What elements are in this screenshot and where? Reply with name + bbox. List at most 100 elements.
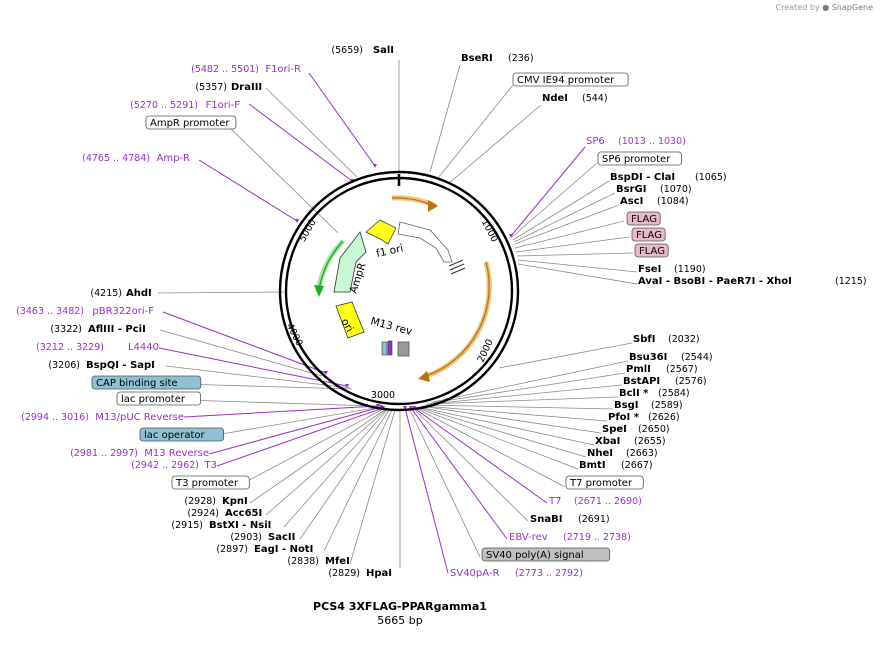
position-label-bsrgi: (1070) [660, 184, 692, 195]
enzyme-label-afliii-pcii: AflIII - PciI [88, 324, 146, 335]
label-box-t3-promoter [171, 475, 250, 490]
position-label-bseri: (236) [508, 53, 534, 64]
enzyme-label-mfei: MfeI [325, 556, 350, 567]
leader-line [249, 408, 387, 504]
enzyme-label-pmli: PmlI [626, 364, 651, 375]
position-label-bmti: (2667) [621, 460, 653, 471]
primer-binding-mark [379, 405, 383, 409]
enzyme-label-bspdi-clai: BspDI - ClaI [610, 172, 675, 183]
feature-label-flag: FLAG [631, 214, 657, 225]
feature-label-f1-ori: f1 ori [375, 243, 404, 260]
feature-label-flag: FLAG [636, 230, 662, 241]
leader-line [216, 407, 384, 467]
leader-line [410, 407, 508, 540]
position-label-pmli: (2567) [666, 364, 698, 375]
enzyme-label-sbfi: SbfI [633, 334, 655, 345]
leader-line [420, 405, 602, 434]
position-label-sacii: (2903) [230, 532, 262, 543]
label-box-sv40-poly-a-signal [481, 547, 611, 562]
feature-label-lac-promoter: lac promoter [121, 394, 186, 405]
enzyme-label-snabi: SnaBI [530, 514, 562, 525]
leader-line [516, 252, 634, 257]
primer-label-m13-reverse: M13 Reverse [144, 448, 209, 459]
enzyme-label-ahdi: AhdI [126, 288, 152, 299]
feature-label-lac-operator: lac operator [144, 430, 205, 441]
position-label-bspdi-clai: (1065) [695, 172, 727, 183]
map-title: PCS4 3XFLAG-PPARgamma1 [313, 600, 487, 613]
primer-binding-mark [345, 384, 349, 388]
leader-line [323, 409, 393, 552]
feature-label-ampr-promoter: AmpR promoter [150, 118, 230, 129]
snapgene-credit: Created by ● SnapGene [776, 3, 873, 12]
leader-line [183, 399, 377, 407]
position-label-ahdi: (4215) [90, 288, 122, 299]
position-label-eagi-noti: (2897) [216, 544, 248, 555]
cmv-orf-arrowhead [428, 200, 438, 212]
enzyme-label-bsrgi: BsrGI [616, 184, 646, 195]
leader-line [157, 291, 285, 294]
primer-label-amp-r: Amp-R [157, 153, 191, 164]
primer-label-t3: T3 [204, 460, 217, 471]
position-label-m13-puc-reverse: (2994 .. 3016) [21, 412, 89, 423]
leader-line [416, 406, 587, 458]
enzyme-label-sali: SalI [373, 45, 394, 56]
credit-prefix: Created by [775, 3, 820, 12]
position-label-afliii-pcii: (3322) [50, 324, 82, 335]
leader-line [162, 311, 327, 374]
label-box-ampr-promoter [145, 115, 237, 130]
enzyme-label-hpai: HpaI [366, 568, 392, 579]
map-length: 5665 bp [377, 614, 423, 627]
primer-binding-mark [376, 404, 380, 408]
primer-label-m13-puc-reverse: M13/pUC Reverse [95, 412, 184, 423]
position-label-asci: (1084) [657, 196, 689, 207]
leader-line [413, 407, 548, 504]
position-label-fsei: (1190) [674, 264, 706, 275]
position-label-bstxi-nsii: (2915) [171, 520, 203, 531]
enzyme-label-fsei: FseI [638, 264, 661, 275]
leader-line [408, 407, 481, 558]
leader-line [418, 406, 595, 446]
flag-marks [448, 259, 464, 267]
enzyme-label-draiii: DraIII [231, 82, 262, 93]
leader-line [349, 409, 396, 565]
enzyme-label-bspqi-sapi: BspQI - SapI [86, 360, 155, 371]
label-box-sp6-promoter [597, 151, 682, 166]
position-label-sp6: (1013 .. 1030) [618, 136, 686, 147]
position-label-spei: (2650) [638, 424, 670, 435]
enzyme-label-nhei: NheI [587, 448, 613, 459]
position-label-bstapi: (2576) [675, 376, 707, 387]
leader-lines [157, 60, 638, 574]
position-label-t7: (2671 .. 2690) [574, 496, 642, 507]
primer-binding-mark [403, 406, 407, 410]
position-label-hpai: (2829) [328, 568, 360, 579]
primer-binding-mark [324, 371, 328, 375]
enzyme-label-bseri: BseRI [461, 53, 493, 64]
position-label-draiii: (5357) [195, 82, 227, 93]
leader-line [511, 162, 598, 238]
tick-label-5000: 5000 [297, 218, 319, 244]
primer-label-f1ori-f: F1ori-F [206, 100, 241, 111]
tick-label-3000: 3000 [371, 390, 395, 401]
feature-label-sv40-poly-a-signal: SV40 poly(A) signal [486, 550, 584, 561]
primer-binding-mark [373, 164, 377, 168]
feature-label-t3-promoter: T3 promoter [175, 478, 239, 489]
position-label-bcli: (2584) [658, 388, 690, 399]
leader-line [183, 405, 379, 418]
label-box-flag [631, 227, 666, 242]
enzyme-label-bstapi: BstAPI [623, 376, 660, 387]
leader-line [265, 87, 358, 178]
leader-line [514, 204, 620, 245]
primer-label-pbr322ori-f: pBR322ori-F [92, 306, 154, 317]
leader-line [158, 347, 348, 387]
feature-label-m13-rev: M13 rev [369, 315, 413, 338]
leader-line [203, 406, 381, 438]
feature-label-cmv-ie94-promoter: CMV IE94 promoter [517, 75, 615, 86]
position-label-ndei: (544) [582, 93, 608, 104]
ori-feature [335, 301, 365, 339]
position-label-mfei: (2838) [287, 556, 319, 567]
leader-line [198, 159, 298, 222]
leader-line [248, 103, 353, 182]
position-label-acc65i: (2924) [187, 508, 219, 519]
leader-line [283, 408, 389, 528]
primer-binding-mark [409, 406, 413, 410]
